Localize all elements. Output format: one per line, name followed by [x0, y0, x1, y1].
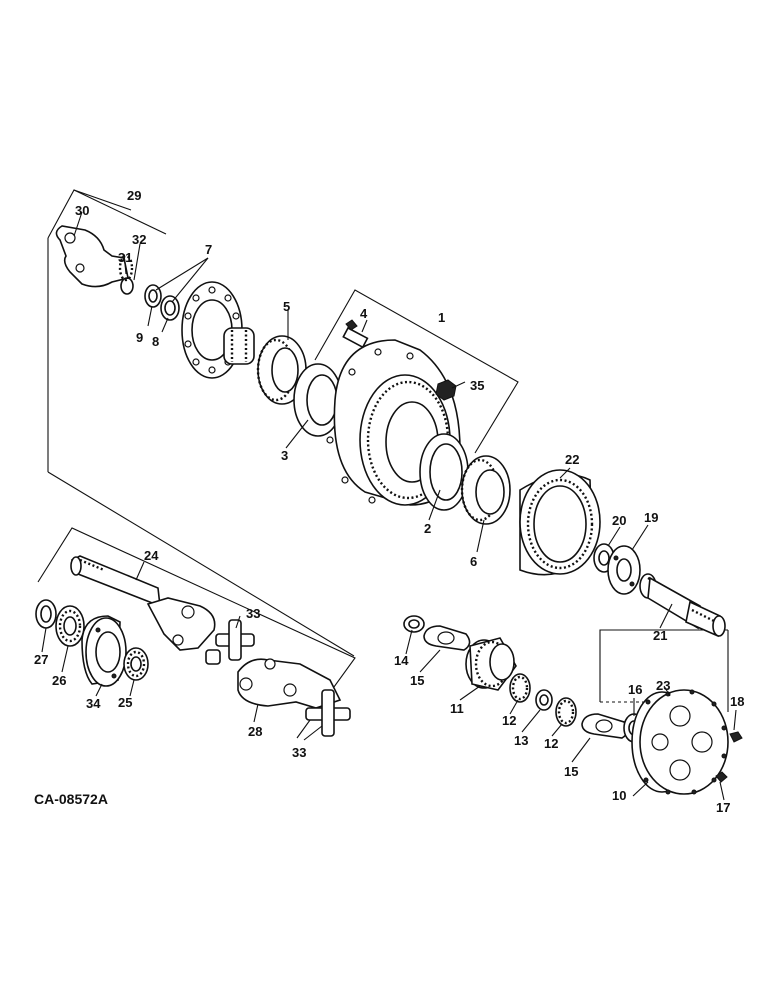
axle-shaft-21 [639, 573, 726, 638]
callout-21: 21 [653, 628, 667, 643]
planet-gear-11 [465, 637, 517, 691]
callout-24: 24 [144, 548, 159, 563]
bolt-4 [342, 319, 369, 349]
callout-labels: 29 30 32 31 7 9 8 5 4 1 35 3 2 22 6 20 1… [34, 188, 744, 815]
plug-17 [715, 771, 728, 783]
callout-28: 28 [248, 724, 262, 739]
callout-1: 1 [438, 310, 445, 325]
callout-27: 27 [34, 652, 48, 667]
callout-16: 16 [628, 682, 642, 697]
callout-34: 34 [86, 696, 101, 711]
bearing-cup-2 [419, 433, 469, 511]
hub-flange-7 [181, 281, 255, 379]
thrust-washer-15-upper [423, 625, 471, 651]
ring-gear-22 [519, 469, 601, 576]
callout-32: 32 [132, 232, 146, 247]
group-bracket-lines [37, 189, 729, 739]
callout-8: 8 [152, 334, 159, 349]
bearing-cone-6 [460, 455, 511, 525]
seal-27 [35, 599, 57, 629]
thrust-washer-14 [403, 615, 425, 633]
needle-bearing-12-left [509, 673, 531, 703]
callout-3: 3 [281, 448, 288, 463]
callout-22: 22 [565, 452, 579, 467]
needle-bearing-12-right [555, 697, 577, 727]
u-joint-cross-33-upper [205, 619, 255, 665]
callout-11: 11 [450, 701, 464, 716]
callout-15b: 15 [564, 764, 578, 779]
callout-14: 14 [394, 653, 409, 668]
callout-4: 4 [360, 306, 368, 321]
callout-6: 6 [470, 554, 477, 569]
bearing-carrier-34 [81, 615, 127, 687]
callout-35: 35 [470, 378, 484, 393]
callout-leaders [41, 211, 737, 801]
callout-29: 29 [127, 188, 141, 203]
callout-20: 20 [612, 513, 626, 528]
callout-23: 23 [656, 678, 670, 693]
u-joint-cross-33-lower [305, 689, 351, 737]
bearing-26 [55, 605, 85, 647]
retainer-19 [607, 545, 641, 595]
callout-12b: 12 [544, 736, 558, 751]
plug-18 [729, 731, 743, 743]
planet-carrier-10 [631, 689, 729, 795]
bearing-cone-5 [256, 335, 307, 405]
callout-31: 31 [118, 250, 132, 265]
shaft-24 [70, 555, 161, 608]
callout-7: 7 [205, 242, 212, 257]
callout-15a: 15 [410, 673, 424, 688]
yoke-30 [55, 225, 134, 288]
callout-33b: 33 [292, 745, 306, 760]
callout-9: 9 [136, 330, 143, 345]
callout-2: 2 [424, 521, 431, 536]
yoke-24-end [146, 597, 216, 651]
spacer-13 [535, 689, 553, 711]
bearing-25 [123, 647, 149, 681]
callout-12a: 12 [502, 713, 516, 728]
callout-19: 19 [644, 510, 658, 525]
thrust-washer-15-lower [581, 713, 629, 739]
nut-35 [435, 379, 457, 401]
callout-17: 17 [716, 800, 730, 815]
snap-ring-31 [120, 277, 134, 295]
callout-25: 25 [118, 695, 132, 710]
sleeve-8 [160, 295, 180, 321]
callout-30: 30 [75, 203, 89, 218]
callout-10: 10 [612, 788, 626, 803]
callout-26: 26 [52, 673, 66, 688]
callout-18: 18 [730, 694, 744, 709]
callout-5: 5 [283, 299, 290, 314]
callout-33a: 33 [246, 606, 260, 621]
seal-9 [144, 284, 162, 308]
callout-13: 13 [514, 733, 528, 748]
drawing-code: CA-08572A [34, 791, 108, 807]
